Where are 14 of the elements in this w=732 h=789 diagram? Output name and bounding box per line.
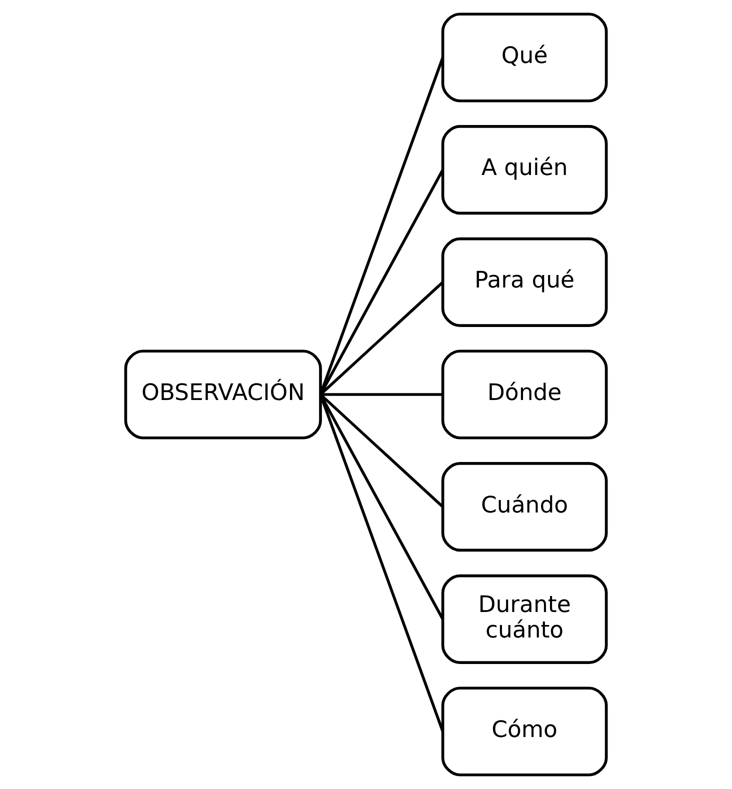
node-box: A quién bbox=[441, 125, 608, 215]
node-box: Qué bbox=[441, 12, 608, 102]
connector bbox=[320, 393, 444, 508]
connector bbox=[320, 281, 444, 396]
connector bbox=[320, 393, 443, 396]
node-box: Durante cuánto bbox=[441, 574, 608, 664]
connector bbox=[319, 394, 444, 732]
node-box: OBSERVACIÓN bbox=[124, 350, 322, 440]
connector bbox=[319, 169, 444, 396]
node-box: Para qué bbox=[441, 237, 608, 327]
node-box: Dónde bbox=[441, 350, 608, 440]
node-box: Cómo bbox=[441, 686, 608, 776]
connector bbox=[319, 57, 444, 395]
node-box: Cuándo bbox=[441, 462, 608, 552]
